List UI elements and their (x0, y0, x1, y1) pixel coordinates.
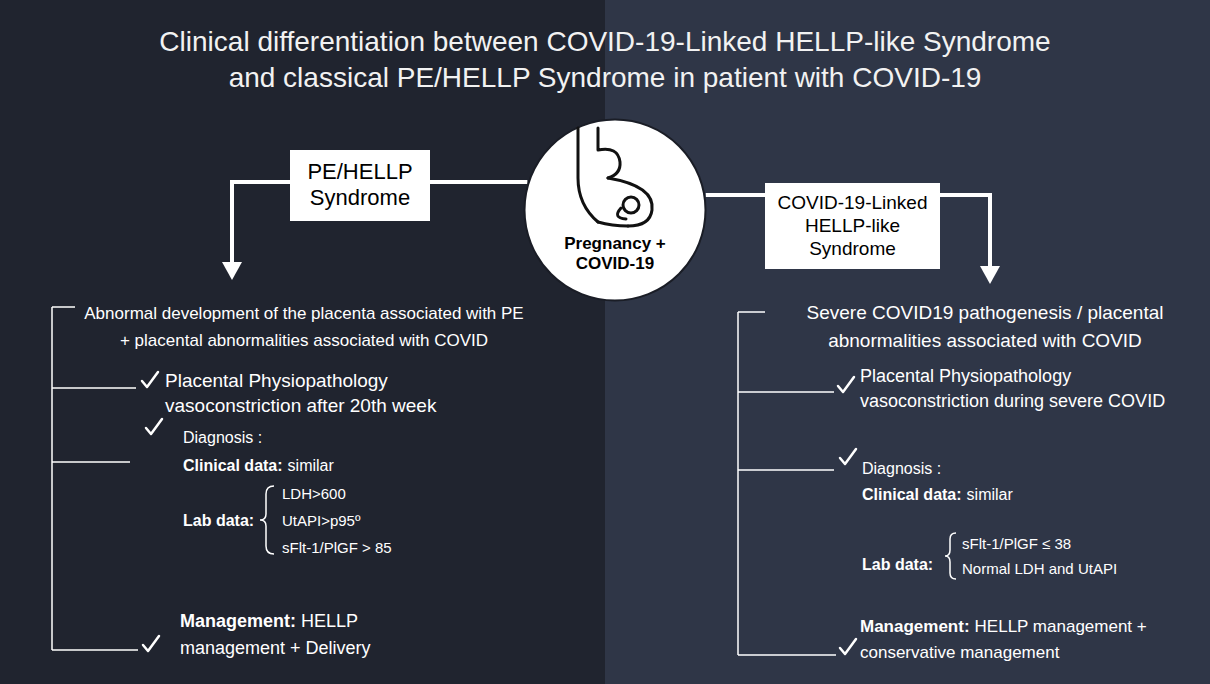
field-name: Management: (860, 614, 970, 640)
syndrome-box: PE/HELLP Syndrome (290, 150, 430, 221)
bracket-line (738, 654, 836, 656)
bracket-line (51, 307, 53, 650)
check-mark (840, 639, 856, 654)
lab-value: Normal LDH and UtAPI (962, 559, 1117, 578)
arrow-head (222, 262, 242, 280)
bullet-text: Placental Physiopathology vasoconstricti… (860, 364, 1180, 414)
check-mark (840, 449, 856, 464)
lab-value: sFlt-1/PlGF > 85 (282, 538, 392, 557)
node-label: COVID-19-Linked HELLP-like Syndrome (773, 192, 932, 260)
icon-stroke (598, 128, 620, 178)
pregnancy-icon (578, 128, 652, 226)
field-value: HELLP management + conservative manageme… (860, 614, 1195, 666)
check-mark (143, 636, 159, 651)
bracket-line (52, 306, 75, 308)
right-panel (605, 0, 1210, 684)
bracket-line (738, 469, 834, 471)
lab-value: UtAPI>p95º (282, 511, 360, 530)
circle-outline (523, 118, 707, 302)
arrow-line (938, 195, 990, 268)
curly-brace (260, 486, 274, 554)
arrow-line (232, 182, 292, 264)
field-value: similar (967, 485, 1013, 505)
syndrome-box: COVID-19-Linked HELLP-like Syndrome (765, 183, 940, 269)
node-label: PE/HELLP Syndrome (296, 159, 424, 212)
section-heading: Severe COVID19 pathogenesis / placental … (785, 299, 1185, 355)
left-panel (0, 0, 606, 684)
field-value: HELLP management + Delivery (180, 608, 425, 662)
pregnancy-circle: Pregnancy + COVID-19 (523, 118, 707, 302)
icon-stroke (578, 128, 598, 222)
connector-line (706, 193, 765, 197)
bracket-line (738, 311, 765, 313)
check-mark (142, 372, 158, 387)
field-name: Lab data: (862, 555, 933, 575)
field-name: Clinical data: (862, 485, 962, 505)
right-bracket (738, 312, 836, 655)
bracket-line (737, 312, 739, 655)
field-name: Lab data: (183, 511, 254, 531)
bracket-line (52, 461, 130, 463)
bracket-line (52, 649, 138, 651)
left-bracket (52, 307, 138, 650)
bracket-line (52, 387, 136, 389)
check-mark (838, 377, 854, 392)
curly-brace (945, 533, 956, 579)
bullet-text: Diagnosis : (862, 459, 941, 479)
icon-stroke (598, 222, 628, 226)
check-mark (146, 419, 162, 434)
arrow-head (980, 266, 1000, 284)
field-value: similar (288, 456, 334, 476)
field-name: Clinical data: (183, 456, 283, 476)
curly-braces (260, 486, 956, 579)
diagram-title: Clinical differentiation between COVID-1… (145, 24, 1065, 96)
bracket-line (738, 391, 834, 393)
lab-value: LDH>600 (282, 484, 346, 503)
node-label: Pregnancy + COVID-19 (545, 234, 685, 275)
field-name: Management: (180, 608, 296, 635)
lab-value: sFlt-1/PlGF ≤ 38 (962, 534, 1071, 553)
bullet-text: Placental Physiopathology vasoconstricti… (165, 368, 450, 418)
connector-line (430, 180, 527, 184)
section-heading: Abnormal development of the placenta ass… (80, 300, 528, 354)
icon-stroke (623, 197, 639, 213)
icon-stroke (608, 178, 652, 226)
circle-shape (525, 120, 706, 301)
bullet-text: Diagnosis : (183, 428, 262, 448)
